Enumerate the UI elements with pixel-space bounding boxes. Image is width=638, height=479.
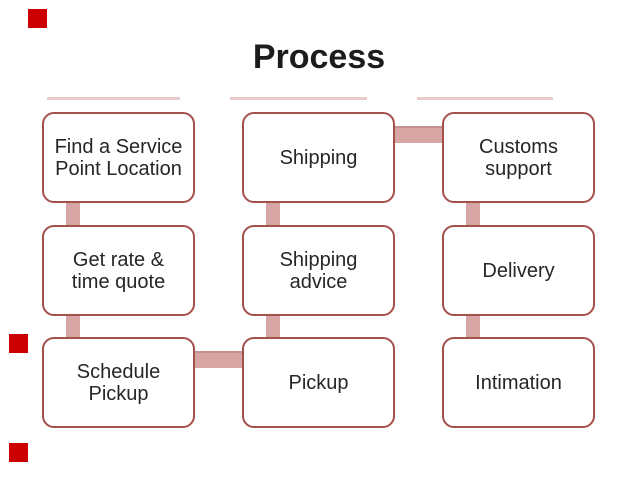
- step-label: Shipping advice: [279, 248, 358, 293]
- process-step-shipping: Shipping: [242, 112, 395, 203]
- connector-schedule-pickup-to-pickup: [190, 351, 248, 368]
- process-step-find-service-point: Find a Service Point Location: [42, 112, 195, 203]
- connector-shipping-advice-to-shipping: [266, 198, 280, 230]
- connector-delivery-to-intimation: [466, 311, 480, 342]
- step-label: Customs support: [479, 135, 558, 180]
- diagram-title: Process: [252, 38, 386, 76]
- connector-find-service-point-to-get-rate-time-quote: [66, 198, 80, 230]
- red-square-marker-1: [28, 9, 47, 28]
- step-label: Shipping: [279, 146, 358, 169]
- process-step-customs-support: Customs support: [442, 112, 595, 203]
- process-step-get-rate-time-quote: Get rate & time quote: [42, 225, 195, 316]
- connector-shipping-to-customs-support: [390, 126, 448, 143]
- connector-remnant-1: [47, 97, 180, 100]
- step-label: Intimation: [475, 371, 562, 394]
- step-label: Get rate & time quote: [71, 248, 166, 293]
- process-step-intimation: Intimation: [442, 337, 595, 428]
- connector-remnant-2: [230, 97, 367, 100]
- connector-get-rate-time-quote-to-schedule-pickup: [66, 311, 80, 342]
- process-step-pickup: Pickup: [242, 337, 395, 428]
- red-square-marker-2: [9, 334, 28, 353]
- process-step-schedule-pickup: Schedule Pickup: [42, 337, 195, 428]
- step-label: Find a Service Point Location: [54, 135, 183, 180]
- connector-customs-support-to-delivery: [466, 198, 480, 230]
- step-label: Pickup: [288, 371, 349, 394]
- step-label: Schedule Pickup: [76, 360, 161, 405]
- process-step-shipping-advice: Shipping advice: [242, 225, 395, 316]
- step-label: Delivery: [482, 259, 555, 282]
- connector-remnant-3: [417, 97, 553, 100]
- connector-pickup-to-shipping-advice: [266, 311, 280, 342]
- process-step-delivery: Delivery: [442, 225, 595, 316]
- red-square-marker-3: [9, 443, 28, 462]
